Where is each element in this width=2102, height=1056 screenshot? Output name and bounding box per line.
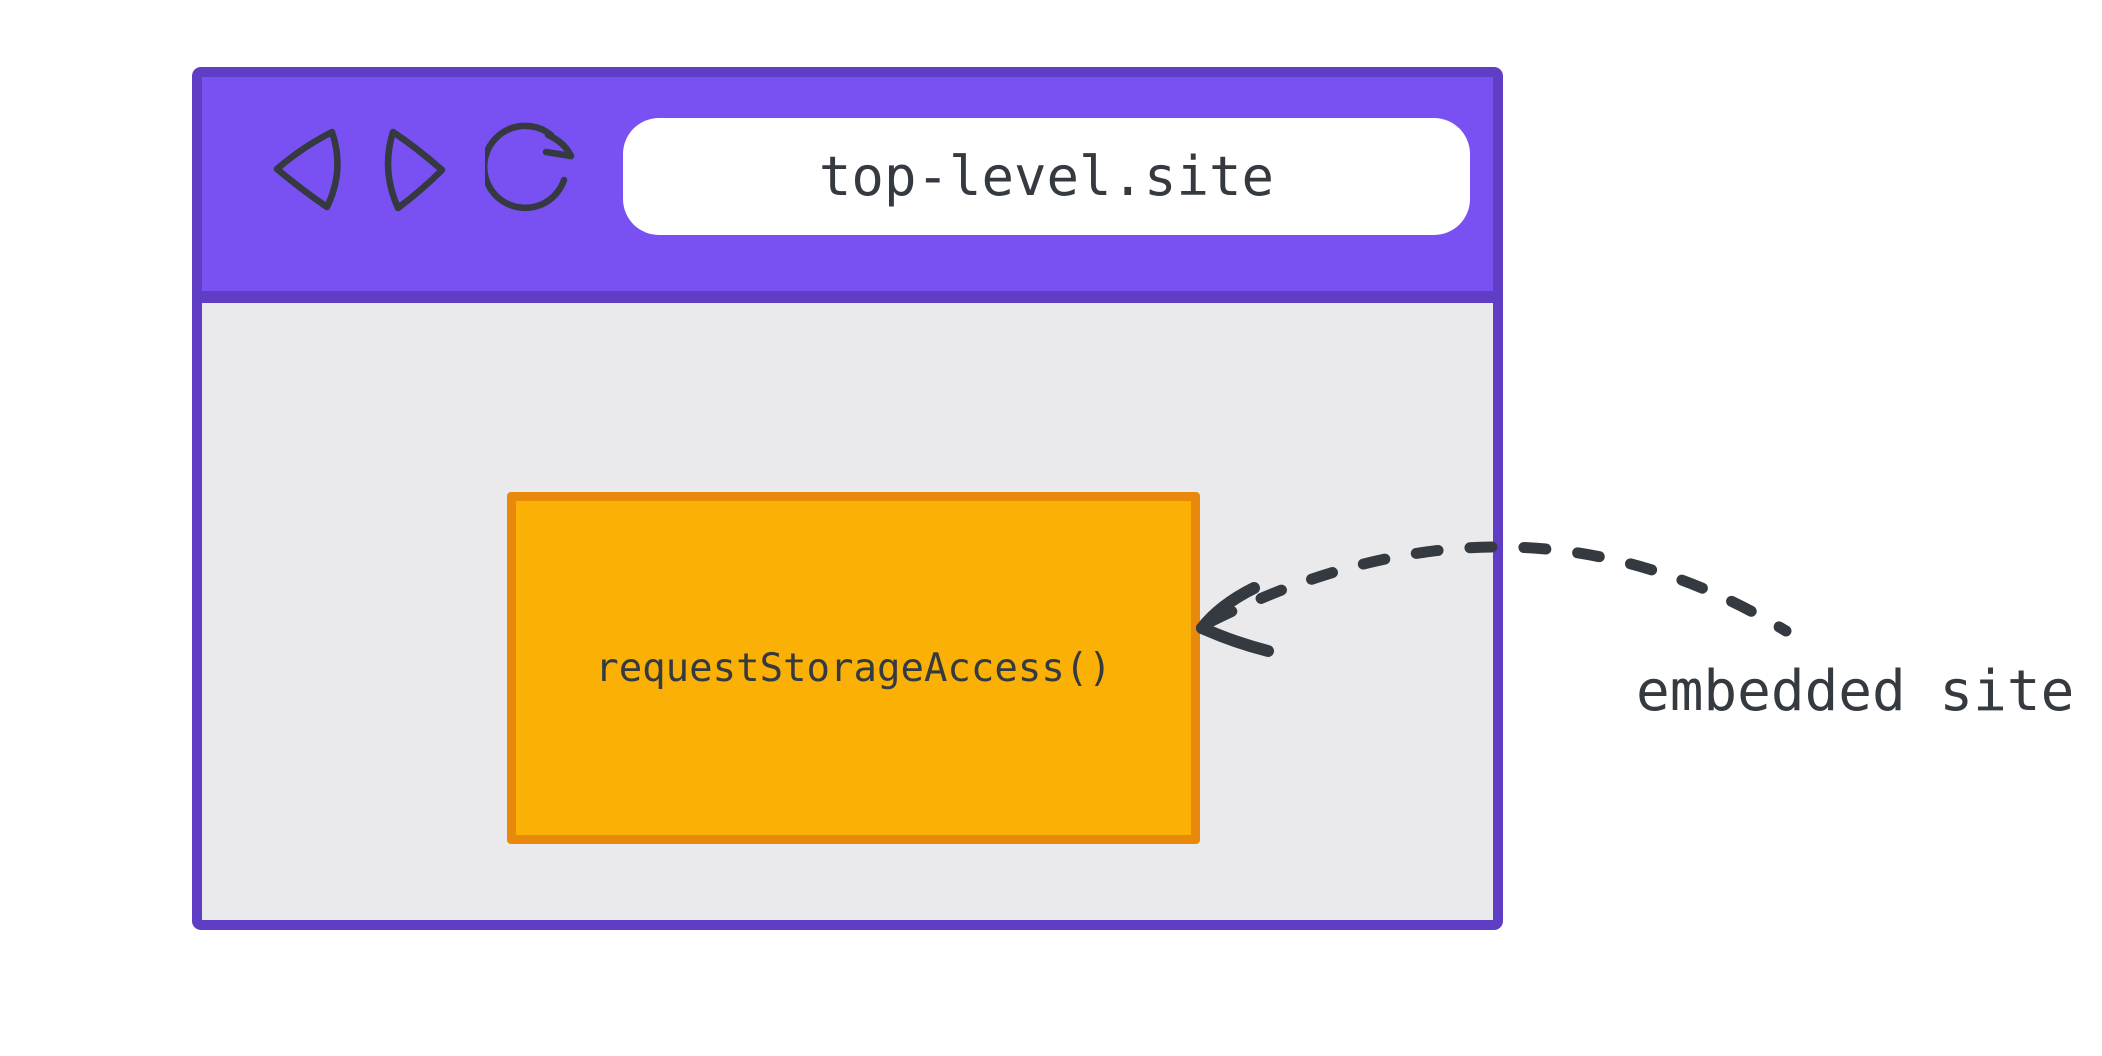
browser-window: top-level.site requestStorageAccess() [192,67,1503,930]
address-bar: top-level.site [623,118,1470,235]
refresh-icon [485,122,575,212]
browser-toolbar: top-level.site [202,77,1493,303]
embedded-site-label: embedded site [1636,659,2075,724]
address-url: top-level.site [818,145,1275,208]
forward-icon [384,128,446,212]
browser-viewport: requestStorageAccess() [202,303,1493,918]
embedded-site-frame: requestStorageAccess() [507,492,1200,844]
api-call-label: requestStorageAccess() [595,645,1112,691]
back-icon [273,128,341,211]
